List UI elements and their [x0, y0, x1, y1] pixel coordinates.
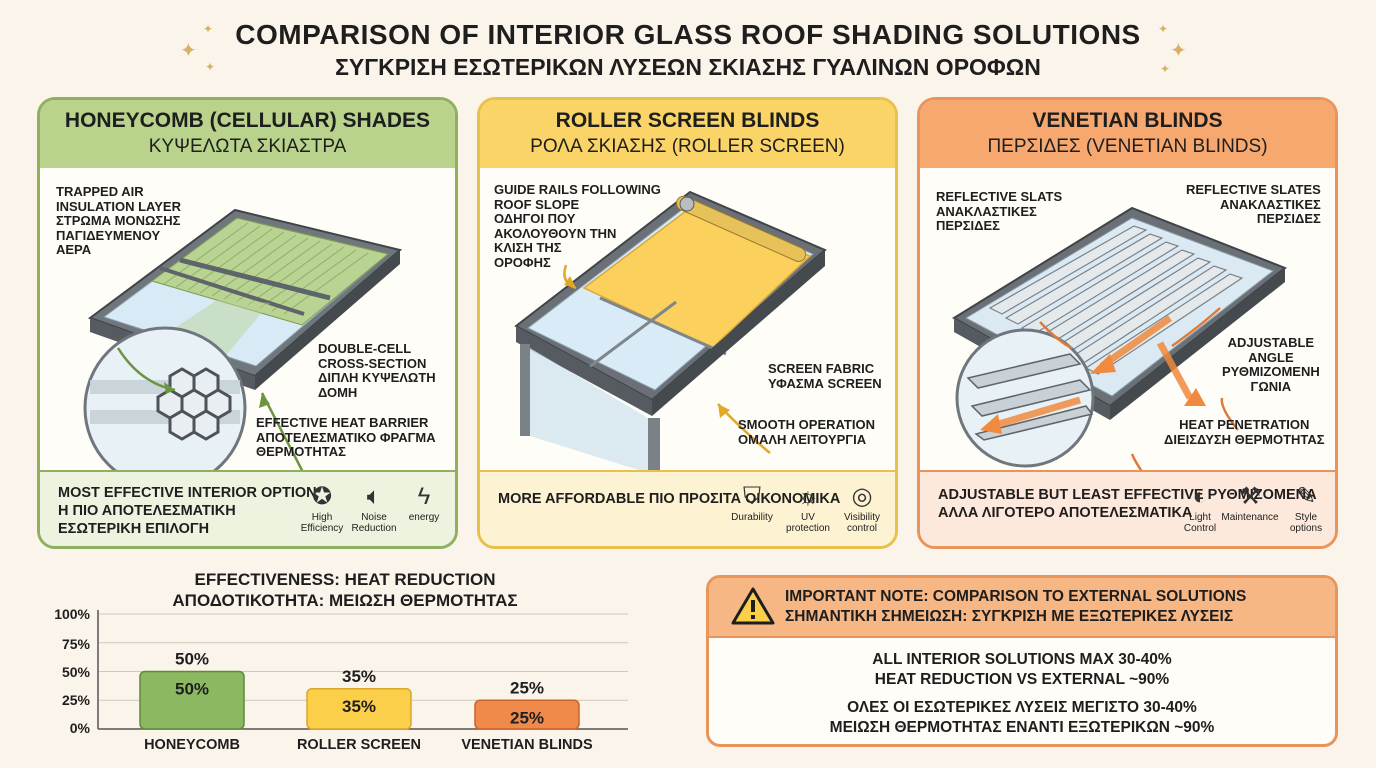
roller-card: ROLLER SCREEN BLINDS ΡΟΛΑ ΣΚΙΑΣΗΣ (ROLLE… [477, 97, 898, 549]
icon-label: Style options [1289, 512, 1323, 534]
double-cell-label: DOUBLE-CELL CROSS-SECTION ΔΙΠΛΗ ΚΥΨΕΛΩΤΗ… [318, 341, 436, 400]
guide-rails-label: GUIDE RAILS FOLLOWING ROOF SLOPE ΟΔΗΓΟΙ … [494, 182, 661, 270]
bar-venetian-blinds [474, 699, 580, 730]
reflective-slats-label: REFLECTIVE SLATS ΑΝΑΚΛΑΣΤΙΚΕΣ ΠΕΡΣΙΔΕΣ [936, 189, 1063, 234]
venetian-illustration [952, 206, 1287, 473]
uv-sun-icon: ☼UV protection [786, 483, 830, 534]
icon-label: Durability [731, 512, 773, 523]
icon-label: energy [408, 512, 440, 523]
sparkle-icon: ✦ [1170, 40, 1187, 62]
card-title-greek: ΚΥΨΕΛΩΤΑ ΣΚΙΑΣΤΡΑ [148, 136, 347, 157]
icon-label: Maintenance [1221, 512, 1279, 523]
card-header: ROLLER SCREEN BLINDS ΡΟΛΑ ΣΚΙΑΣΗΣ (ROLLE… [480, 100, 895, 168]
adjustable-angle-label: ADJUSTABLE ANGLE ΡΥΘΜΙΖΟΜΕΝΗ ΓΩΝΙΑ [1222, 335, 1320, 394]
light-dark-icon: ◐Light Control [1183, 483, 1217, 534]
note-title: IMPORTANT NOTE: COMPARISON TO EXTERNAL S… [785, 587, 1246, 627]
card-title: ROLLER SCREEN BLINDS [555, 109, 820, 132]
label-text: REFLECTIVE SLATS ΑΝΑΚΛΑΣΤΙΚΕΣ ΠΕΡΣΙΔΕΣ [936, 189, 1063, 233]
x-category-label: VENETIAN BLINDS [461, 737, 593, 753]
icon-label: Light Control [1183, 512, 1217, 534]
tools-icon: ⚒Maintenance [1221, 483, 1279, 523]
ruler-pencil-icon: ✎Style options [1289, 483, 1323, 534]
check-badge-icon: ✪High Efficiency [300, 483, 344, 534]
screen-fabric-label: SCREEN FABRIC ΥΦΑΣΜΑ SCREEN [768, 361, 882, 391]
bar-value-label: 50% [175, 650, 209, 669]
bar-inner-value-label: 50% [175, 680, 209, 699]
warning-triangle-icon [731, 587, 775, 625]
note-body: ALL INTERIOR SOLUTIONS MAX 30-40% HEAT R… [709, 638, 1335, 738]
card-footer: MORE AFFORDABLE ΠΙΟ ΠΡΟΣΙΤΑ ΟΙΚΟΝΟΜΙΚΑ ⛉… [480, 470, 895, 546]
bar-inner-value-label: 35% [342, 697, 376, 716]
card-title: HONEYCOMB (CELLULAR) SHADES [64, 109, 431, 132]
y-tick-label: 50% [61, 664, 90, 680]
label-text: SMOOTH OPERATION ΟΜΑΛΗ ΛΕΙΤΟΥΡΓΙΑ [738, 417, 875, 447]
note-body-gr: ΟΛΕΣ ΟΙ ΕΣΩΤΕΡΙΚΕΣ ΛΥΣΕΙΣ ΜΕΓΙΣΤΟ 30-40%… [829, 699, 1215, 736]
bar-value-label: 35% [342, 667, 376, 686]
trapped-air-label: TRAPPED AIR INSULATION LAYER ΣΤΡΩΜΑ ΜΟΝΩ… [56, 184, 181, 258]
bar-value-label: 25% [510, 678, 544, 697]
icon-label: Noise Reduction [351, 512, 397, 534]
icon-label: Visibility control [844, 512, 880, 534]
sparkle-icon: ✦ [1158, 22, 1169, 36]
note-title-en: IMPORTANT NOTE: COMPARISON TO EXTERNAL S… [785, 588, 1247, 605]
smooth-operation-label: SMOOTH OPERATION ΟΜΑΛΗ ΛΕΙΤΟΥΡΓΙΑ [738, 417, 875, 447]
card-title-greek: ΠΕΡΣΙΔΕΣ (VENETIAN BLINDS) [987, 136, 1268, 157]
label-text: HEAT PENETRATION ΔΙΕΙΣΔΥΣΗ ΘΕΡΜΟΤΗΤΑΣ [1164, 417, 1325, 447]
icon-label: UV protection [786, 512, 830, 534]
venetian-card: VENETIAN BLINDS ΠΕΡΣΙΔΕΣ (VENETIAN BLIND… [917, 97, 1338, 549]
heat-barrier-label: EFFECTIVE HEAT BARRIER ΑΠΟΤΕΛΕΣΜΑΤΙΚΟ ΦΡ… [256, 415, 436, 460]
card-footer: ADJUSTABLE BUT LEAST EFFECTIVE ΡΥΘΜΙΖΟΜΕ… [920, 470, 1335, 546]
footer-summary: MOST EFFECTIVE INTERIOR OPTION Η ΠΙΟ ΑΠΟ… [58, 485, 317, 537]
y-tick-label: 75% [61, 636, 90, 652]
card-footer: MOST EFFECTIVE INTERIOR OPTION Η ΠΙΟ ΑΠΟ… [40, 470, 455, 546]
bar-honeycomb [139, 670, 245, 730]
label-text: ADJUSTABLE ANGLE ΡΥΘΜΙΖΟΜΕΝΗ ΓΩΝΙΑ [1222, 335, 1320, 394]
honeycomb-card: HONEYCOMB (CELLULAR) SHADES ΚΥΨΕΛΩΤΑ ΣΚΙ… [37, 97, 458, 549]
chart-title: EFFECTIVENESS: HEAT REDUCTION [194, 570, 496, 589]
shield-check-icon: ⛉Durability [731, 483, 773, 523]
card-header: HONEYCOMB (CELLULAR) SHADES ΚΥΨΕΛΩΤΑ ΣΚΙ… [40, 100, 455, 168]
bar-inner-value-label: 25% [510, 708, 544, 727]
page-title: COMPARISON OF INTERIOR GLASS ROOF SHADIN… [235, 19, 1141, 50]
heat-penetration-label: HEAT PENETRATION ΔΙΕΙΣΔΥΣΗ ΘΕΡΜΟΤΗΤΑΣ [1164, 417, 1325, 447]
label-text: GUIDE RAILS FOLLOWING ROOF SLOPE ΟΔΗΓΟΙ … [494, 182, 661, 270]
note-header: IMPORTANT NOTE: COMPARISON TO EXTERNAL S… [709, 578, 1335, 638]
label-text: EFFECTIVE HEAT BARRIER ΑΠΟΤΕΛΕΣΜΑΤΙΚΟ ΦΡ… [256, 415, 436, 459]
card-title: VENETIAN BLINDS [1032, 109, 1223, 132]
important-note-panel: IMPORTANT NOTE: COMPARISON TO EXTERNAL S… [706, 575, 1338, 747]
sparkle-icon: ✦ [203, 22, 214, 36]
x-category-label: ROLLER SCREEN [296, 737, 422, 753]
honeycomb-illustration [83, 208, 403, 473]
heat-reduction-chart: 50% 50% 35% 35% 25% 25% [97, 610, 628, 730]
page-subtitle: ΣΥΓΚΡΙΣΗ ΕΣΩΤΕΡΙΚΩΝ ΛΥΣΕΩΝ ΣΚΙΑΣΗΣ ΓΥΑΛΙ… [335, 54, 1041, 80]
x-category-label: HONEYCOMB [144, 737, 240, 753]
label-text: TRAPPED AIR INSULATION LAYER ΣΤΡΩΜΑ ΜΟΝΩ… [56, 184, 181, 257]
label-text: SCREEN FABRIC ΥΦΑΣΜΑ SCREEN [768, 361, 882, 391]
label-text: DOUBLE-CELL CROSS-SECTION ΔΙΠΛΗ ΚΥΨΕΛΩΤΗ… [318, 341, 436, 400]
speaker-icon: 🔈︎Noise Reduction [351, 483, 397, 534]
chart-subtitle: ΑΠΟΔΟΤΙΚΟΤΗΤΑ: ΜΕΙΩΣΗ ΘΕΡΜΟΤΗΤΑΣ [172, 591, 518, 610]
y-tick-label: 0% [69, 720, 90, 736]
sparkle-icon: ✦ [1160, 62, 1171, 76]
card-header: VENETIAN BLINDS ΠΕΡΣΙΔΕΣ (VENETIAN BLIND… [920, 100, 1335, 168]
label-text: REFLECTIVE SLATES ΑΝΑΚΛΑΣΤΙΚΕΣ ΠΕΡΣΙΔΕΣ [1186, 182, 1321, 226]
roller-illustration [514, 190, 827, 473]
card-title-greek: ΡΟΛΑ ΣΚΙΑΣΗΣ (ROLLER SCREEN) [530, 136, 845, 157]
sparkle-icon: ✦ [180, 40, 197, 62]
reflective-slates-label: REFLECTIVE SLATES ΑΝΑΚΛΑΣΤΙΚΕΣ ΠΕΡΣΙΔΕΣ [1186, 182, 1321, 227]
page-title-block: COMPARISON OF INTERIOR GLASS ROOF SHADIN… [0, 18, 1376, 82]
bar-roller-screen [306, 688, 412, 730]
sparkle-icon: ✦ [205, 60, 216, 74]
chart-title-block: EFFECTIVENESS: HEAT REDUCTION ΑΠΟΔΟΤΙΚΟΤ… [0, 569, 690, 611]
footer-summary: MORE AFFORDABLE ΠΙΟ ΠΡΟΣΙΤΑ ΟΙΚΟΝΟΜΙΚΑ [498, 491, 841, 507]
footer-summary: ADJUSTABLE BUT LEAST EFFECTIVE ΡΥΘΜΙΖΟΜΕ… [938, 487, 1317, 521]
y-tick-label: 25% [61, 692, 90, 708]
y-tick-label: 100% [54, 606, 90, 622]
eye-slash-icon: ◎Visibility control [844, 483, 880, 534]
note-title-gr: ΣΗΜΑΝΤΙΚΗ ΣΗΜΕΙΩΣΗ: ΣΥΓΚΡΙΣΗ ΜΕ ΕΞΩΤΕΡΙΚ… [785, 608, 1234, 625]
icon-label: High Efficiency [300, 512, 344, 534]
note-body-en: ALL INTERIOR SOLUTIONS MAX 30-40% HEAT R… [872, 651, 1172, 688]
